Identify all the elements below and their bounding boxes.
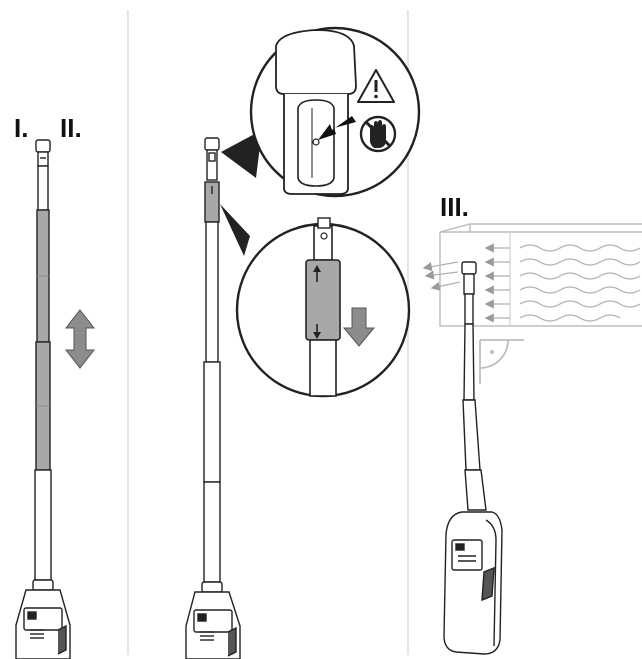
warning-triangle-icon <box>357 69 395 103</box>
zoom-circle-segment <box>235 217 411 398</box>
zoom-circle-sensor <box>249 26 421 198</box>
probe-panel-3 <box>443 261 503 655</box>
probe-panel-1 <box>15 139 71 659</box>
callout-pointer-top <box>221 130 262 178</box>
pointer-arrow <box>318 116 356 140</box>
callout-pointer-bottom <box>220 204 250 256</box>
sensor-head <box>35 139 51 153</box>
airflow-arrows <box>422 243 641 323</box>
extended-segment <box>305 259 341 341</box>
step-label-3: III. <box>440 192 469 222</box>
double-arrow-icon <box>64 309 96 369</box>
step-label-1: I. <box>14 113 29 143</box>
sensor-head <box>204 137 220 151</box>
sensor-head <box>461 261 477 275</box>
probe-panel-2 <box>185 137 241 659</box>
no-touch-hand-icon <box>359 115 397 153</box>
step-label-2: II. <box>60 113 82 143</box>
down-arrow-icon <box>342 307 376 347</box>
right-angle-icon <box>479 339 524 384</box>
